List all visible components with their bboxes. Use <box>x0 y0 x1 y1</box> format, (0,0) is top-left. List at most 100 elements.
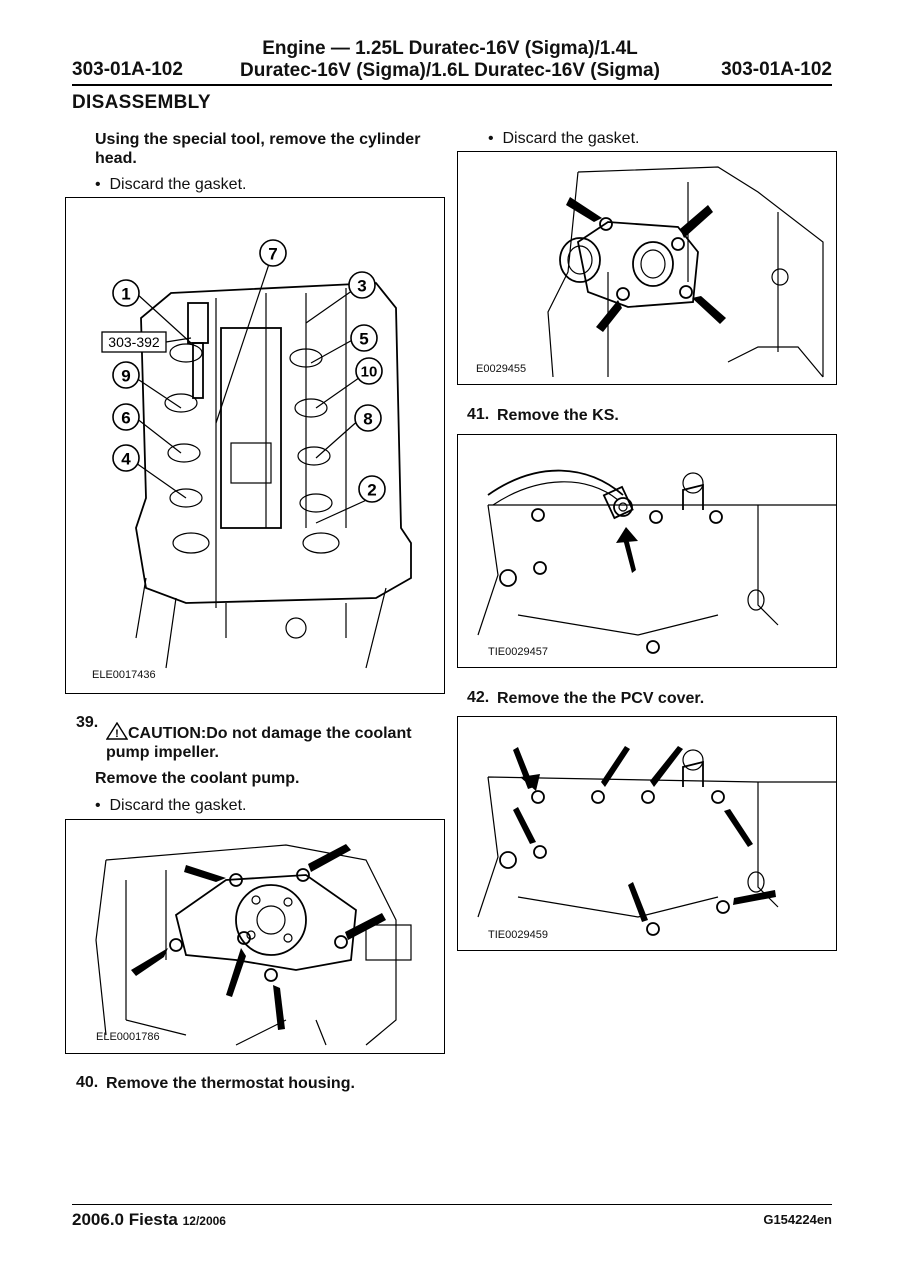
figure-knock-sensor-drawing <box>477 469 836 654</box>
step39-bullet-text: Discard the gasket. <box>109 797 247 814</box>
step40-number: 40. <box>76 1074 99 1091</box>
step42-text: Remove the the PCV cover. <box>497 690 705 707</box>
bullet-gasket-2: • Discard the gasket. <box>488 130 640 147</box>
figure-knock-sensor: TIE0029457 <box>457 434 837 668</box>
block-lines <box>477 504 836 636</box>
callout-6: 6 <box>112 403 140 431</box>
step-cylinder-head: Using the special tool, remove the cylin… <box>95 131 421 167</box>
svg-text:9: 9 <box>121 367 130 386</box>
svg-text:1: 1 <box>121 285 130 304</box>
callout-4: 4 <box>112 444 140 472</box>
lower-lines <box>125 1019 327 1046</box>
callout-5: 5 <box>350 324 378 352</box>
figure-coolant-pump: ELE0001786 <box>65 819 445 1054</box>
svg-text:!: ! <box>115 728 119 740</box>
figure-coolant-pump-id: ELE0001786 <box>96 1031 160 1043</box>
step41-number: 41. <box>467 406 490 423</box>
footer-doc-code: G154224en <box>763 1212 832 1227</box>
header-title-line1: Engine — 1.25L Duratec-16V (Sigma)/1.4L <box>262 38 638 59</box>
header-rule <box>72 84 832 86</box>
callout-8: 8 <box>354 404 382 432</box>
tool-shaft <box>192 342 204 399</box>
header-code-right: 303-01A-102 <box>721 59 832 80</box>
header-title-line2: Duratec-16V (Sigma)/1.6L Duratec-16V (Si… <box>240 60 660 81</box>
block-lines <box>135 577 387 669</box>
housing-body <box>576 221 699 308</box>
svg-text:7: 7 <box>268 245 277 264</box>
center-rail <box>220 327 282 529</box>
figure-thermostat-housing-drawing <box>547 166 824 378</box>
svg-text:10: 10 <box>361 364 378 381</box>
head-bolts <box>164 343 340 554</box>
svg-text:4: 4 <box>121 450 131 469</box>
block-hole <box>771 268 789 286</box>
step39-caution: ! CAUTION:Do not damage the coolant pump… <box>105 721 436 762</box>
footer-model: 2006.0 Fiesta 12/2006 <box>72 1210 226 1230</box>
pointer-arrows <box>566 197 726 332</box>
callout-9: 9 <box>112 361 140 389</box>
block-lines <box>547 166 824 378</box>
tool-socket <box>187 302 209 344</box>
center-pocket <box>230 442 272 484</box>
pcv-nipple <box>682 760 704 787</box>
pcv-bolts <box>531 790 730 936</box>
figure-cylinder-head-drawing: 1 2 3 4 5 6 7 8 9 10 303-392 <box>101 239 412 669</box>
footer-rule <box>72 1204 832 1205</box>
outlet-right <box>632 241 674 287</box>
head-outline <box>135 282 412 604</box>
tool-label: 303-392 <box>108 334 160 350</box>
callout-1: 1 <box>112 279 140 307</box>
pointer-arrow <box>616 527 638 573</box>
callout-7: 7 <box>259 239 287 267</box>
pump-pulley <box>235 884 307 956</box>
step39-number: 39. <box>76 714 99 731</box>
pcv-nipple <box>682 483 704 510</box>
step39-caution-text: CAUTION:Do not damage the coolant pump i… <box>106 725 412 761</box>
lower-curve <box>727 346 824 378</box>
figure-pcv-cover-id: TIE0029459 <box>488 929 548 941</box>
block-hole <box>285 617 307 639</box>
footer-model-text: 2006.0 Fiesta <box>72 1210 178 1229</box>
callout-leaders <box>135 257 372 524</box>
head-ribs <box>215 288 347 608</box>
callout-2: 2 <box>358 475 386 503</box>
engine-block-lines <box>95 844 397 1046</box>
bullet-gasket-2-text: Discard the gasket. <box>502 130 640 147</box>
tool-label-leader <box>165 337 192 343</box>
svg-text:2: 2 <box>367 481 376 500</box>
step39-bullet: • Discard the gasket. <box>95 797 247 814</box>
figure-pcv-cover: TIE0029459 <box>457 716 837 951</box>
housing-bolts <box>599 217 693 301</box>
svg-text:6: 6 <box>121 409 130 428</box>
sensor-wire <box>487 469 624 496</box>
block-lines <box>477 776 836 918</box>
figure-coolant-pump-drawing <box>95 844 412 1046</box>
figure-pcv-cover-drawing <box>477 746 836 936</box>
figure-cylinder-head-id: ELE0017436 <box>92 669 156 681</box>
pump-housing <box>174 874 357 971</box>
bullet-gasket-1-text: Discard the gasket. <box>109 176 247 193</box>
figure-thermostat-housing-id: E0029455 <box>476 363 527 375</box>
warning-triangle-icon: ! <box>105 721 129 740</box>
pump-bolts <box>169 868 348 982</box>
svg-text:3: 3 <box>357 277 366 296</box>
pump-hub <box>256 905 286 935</box>
outlet-left <box>559 237 601 283</box>
bullet-gasket-1: • Discard the gasket. <box>95 176 247 193</box>
header-code-left: 303-01A-102 <box>72 59 183 80</box>
callout-10: 10 <box>355 357 383 385</box>
pipe <box>365 924 412 961</box>
callout-3: 3 <box>348 271 376 299</box>
sensor-bolt <box>613 497 633 517</box>
step40-text: Remove the thermostat housing. <box>106 1075 355 1092</box>
pointer-arrows <box>513 746 776 922</box>
svg-text:8: 8 <box>363 410 372 429</box>
step41-text: Remove the KS. <box>497 407 619 424</box>
figure-knock-sensor-id: TIE0029457 <box>488 646 548 658</box>
pointer-arrows <box>131 844 386 1030</box>
step39-instruction: Remove the coolant pump. <box>95 770 300 787</box>
figure-cylinder-head: 1 2 3 4 5 6 7 8 9 10 303-392 ELE0017436 <box>65 197 445 694</box>
svg-text:5: 5 <box>359 330 368 349</box>
header-title: Engine — 1.25L Duratec-16V (Sigma)/1.4L … <box>200 38 700 82</box>
figure-thermostat-housing: E0029455 <box>457 151 837 385</box>
